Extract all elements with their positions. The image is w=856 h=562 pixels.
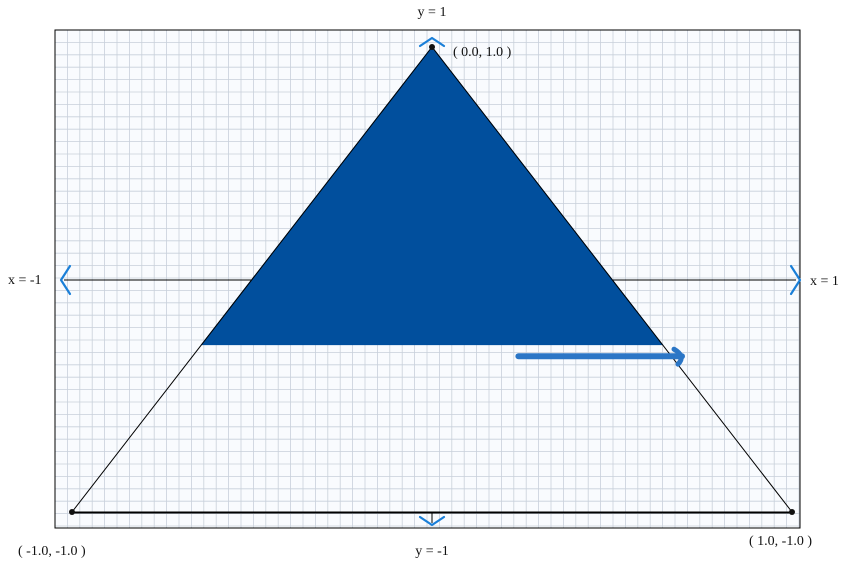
axis-label-right: x = 1: [810, 274, 839, 289]
axis-label-bottom: y = -1: [415, 544, 449, 559]
vertex-label-bottom-right: ( 1.0, -1.0 ): [749, 534, 812, 549]
chevron-up-icon[interactable]: [418, 36, 446, 48]
axis-label-left: x = -1: [8, 273, 42, 288]
vertex-bottom-right-point[interactable]: [789, 509, 795, 515]
chevron-left-icon[interactable]: [59, 264, 72, 296]
chevron-down-icon[interactable]: [418, 515, 446, 527]
vertex-top-point[interactable]: [429, 44, 435, 50]
chevron-right-icon[interactable]: [789, 264, 802, 296]
arrow-right-icon: [671, 346, 684, 367]
vertex-bottom-left-point[interactable]: [69, 509, 75, 515]
vertex-label-bottom-left: ( -1.0, -1.0 ): [18, 544, 86, 559]
vertex-label-top: ( 0.0, 1.0 ): [453, 45, 512, 60]
sweep-arrow[interactable]: [515, 346, 685, 367]
axis-label-top: y = 1: [418, 5, 447, 20]
